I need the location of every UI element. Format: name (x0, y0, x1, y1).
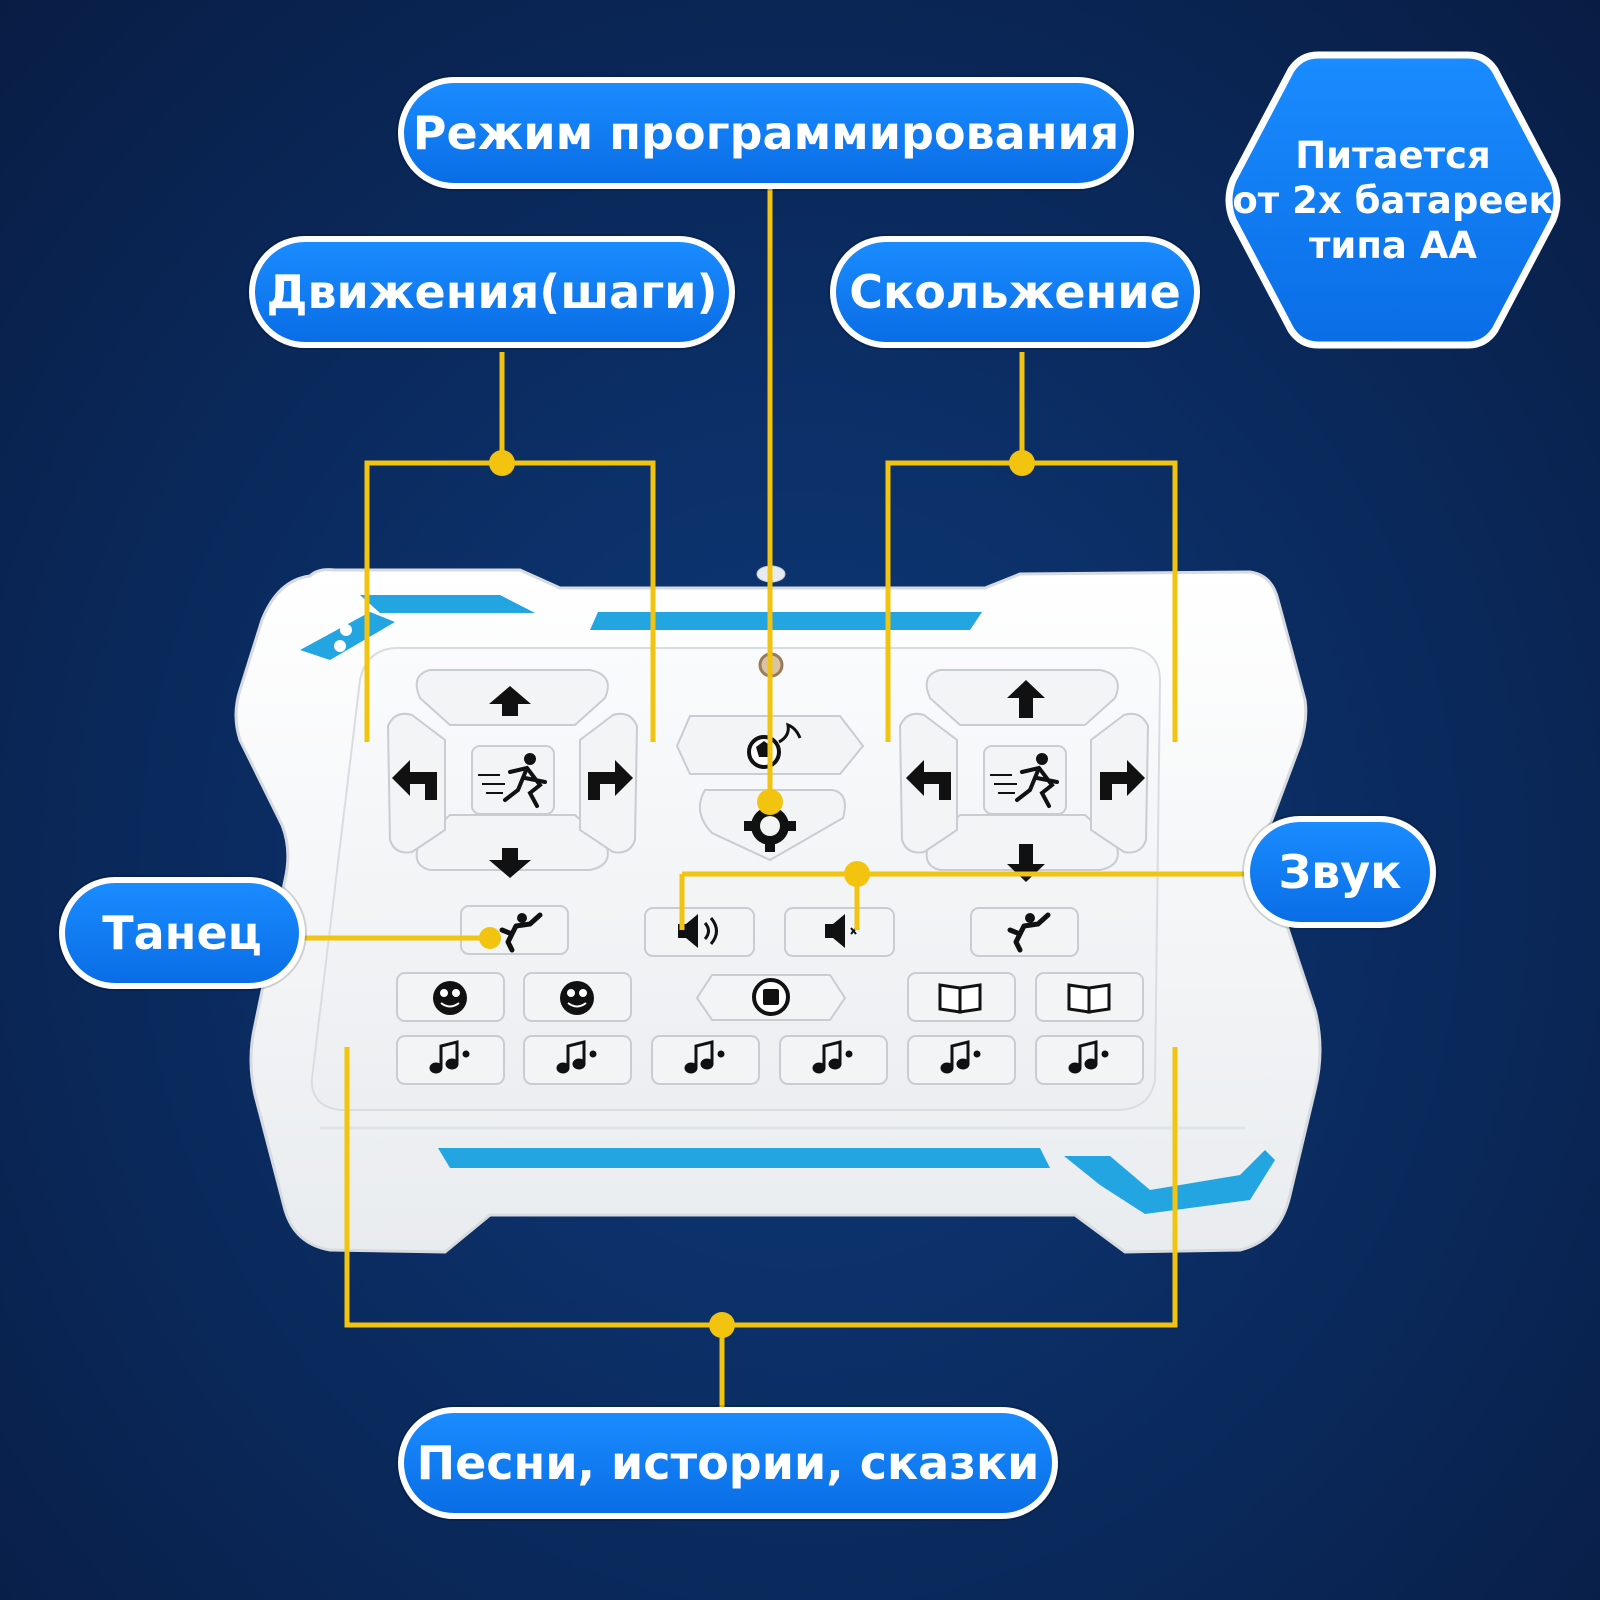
sliding-text: Скольжение (849, 265, 1181, 319)
label-programming-mode: Режим программирования (398, 77, 1134, 189)
arrow-up-icon (1007, 680, 1045, 718)
accent-stripe (438, 1148, 1050, 1168)
label-sliding: Скольжение (830, 236, 1200, 348)
music-button (651, 1035, 760, 1085)
music-button (779, 1035, 888, 1085)
hexagon-shape (1225, 51, 1561, 349)
connector-dot (489, 450, 515, 476)
center-buttons (675, 715, 865, 1021)
music-note-icon (812, 1040, 853, 1074)
music-note-icon (940, 1040, 981, 1074)
label-dance: Танец (59, 877, 305, 989)
arrow-left-icon (906, 760, 951, 800)
arrow-right-icon (588, 760, 633, 800)
battery-line-2: от 2х батареек (1232, 178, 1554, 222)
label-movements: Движения(шаги) (249, 236, 735, 348)
music-button (907, 1035, 1016, 1085)
connector-dot (709, 1312, 735, 1338)
programming-mode-text: Режим программирования (412, 106, 1120, 160)
connector-dot (1009, 450, 1035, 476)
connector-dot (479, 927, 501, 949)
battery-badge: Питается от 2х батареек типа АА (1223, 50, 1563, 350)
stop-icon (752, 978, 790, 1016)
music-note-icon (429, 1040, 470, 1074)
music-button (1035, 1035, 1144, 1085)
faces-books-row (396, 972, 1144, 1022)
book-icon (938, 983, 982, 1014)
music-note-icon (684, 1040, 725, 1074)
arrow-right-icon (1100, 760, 1145, 800)
dancer-icon (499, 912, 543, 953)
accent-stripe (360, 595, 535, 613)
accent-stripe (1064, 1150, 1275, 1214)
music-button (396, 1035, 505, 1085)
gear-icon (744, 800, 796, 852)
label-sound: Звук (1244, 816, 1436, 928)
accent-stripe (300, 612, 395, 660)
arrow-down-icon (489, 848, 531, 878)
music-button (523, 1035, 632, 1085)
smiley-icon (560, 981, 594, 1015)
movements-text: Движения(шаги) (266, 265, 718, 319)
smiley-icon (433, 981, 467, 1015)
arrow-up-icon (489, 686, 531, 716)
music-row (396, 1035, 1144, 1085)
battery-text: Питается от 2х батареек типа АА (1223, 50, 1563, 350)
music-note-icon (1068, 1040, 1109, 1074)
dancer-icon (1007, 912, 1051, 953)
right-direction-pad (898, 669, 1150, 882)
dance-text: Танец (102, 906, 262, 960)
connector-dot (757, 789, 783, 815)
music-note-icon (556, 1040, 597, 1074)
battery-line-1: Питается (1295, 133, 1491, 177)
book-icon (1067, 983, 1111, 1014)
battery-line-3: типа АА (1308, 223, 1478, 267)
runner-icon (990, 753, 1059, 808)
left-direction-pad (386, 669, 639, 878)
label-songs: Песни, истории, сказки (398, 1407, 1058, 1519)
accent-stripe (590, 612, 982, 630)
volume-up-icon (678, 914, 718, 948)
arrow-left-icon (392, 760, 437, 800)
songs-text: Песни, истории, сказки (416, 1436, 1040, 1490)
sound-text: Звук (1278, 845, 1402, 899)
connector-dot (844, 861, 870, 887)
runner-icon (478, 753, 547, 808)
